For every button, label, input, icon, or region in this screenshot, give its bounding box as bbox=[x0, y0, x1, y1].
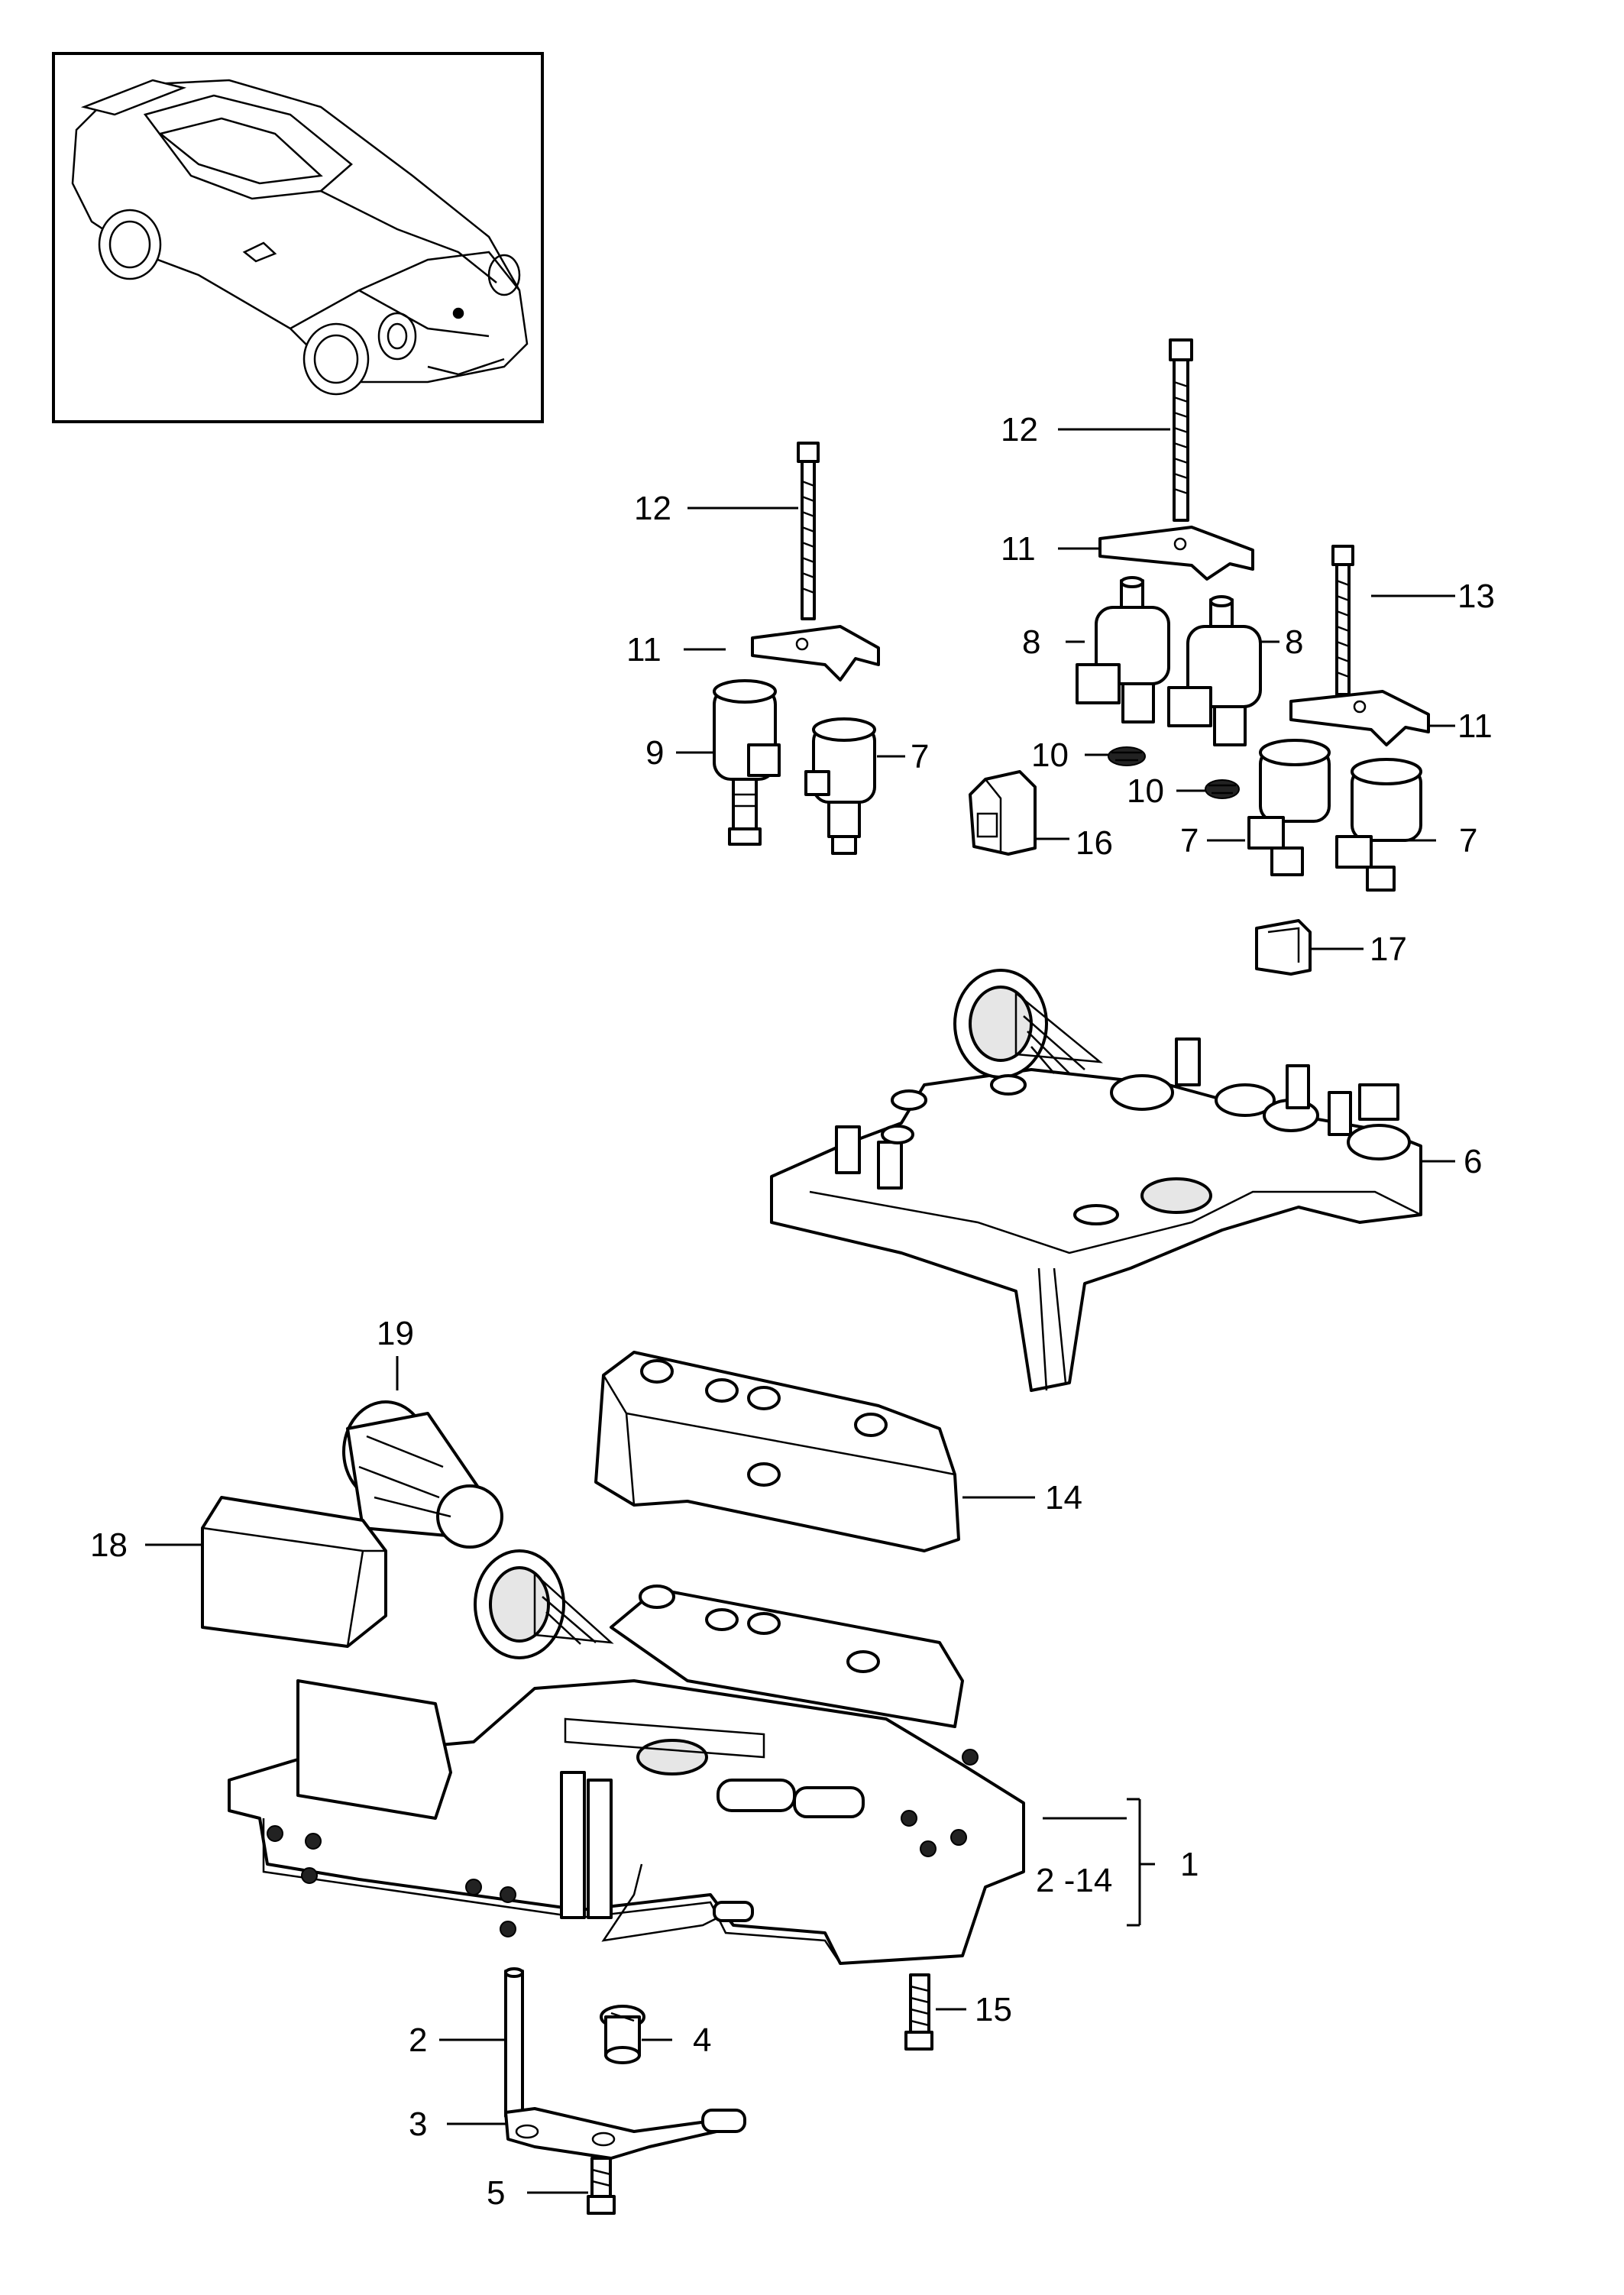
callout-7b: 7 bbox=[1180, 822, 1199, 859]
filter-19 bbox=[342, 1400, 503, 1549]
lever-3 bbox=[504, 2107, 746, 2160]
clip-10-a bbox=[1108, 746, 1146, 766]
callout-8a: 8 bbox=[1022, 623, 1040, 661]
callout-18: 18 bbox=[90, 1526, 128, 1564]
callout-7a: 7 bbox=[911, 738, 929, 775]
callout-10a: 10 bbox=[1031, 736, 1069, 774]
callout-5: 5 bbox=[487, 2174, 505, 2212]
mechatronic-assembly-1 bbox=[228, 1549, 1025, 1965]
callout-1: 1 bbox=[1180, 1846, 1199, 1883]
solenoid-7-mid bbox=[1247, 739, 1331, 876]
callout-15: 15 bbox=[975, 1991, 1012, 2028]
callouts: 1 2 -14 2 3 4 5 6 7 7 7 8 8 9 10 10 11 1… bbox=[90, 411, 1495, 2212]
valve-body-14 bbox=[594, 1351, 960, 1552]
clip-10-b bbox=[1205, 779, 1240, 799]
callout-2-14: 2 -14 bbox=[1036, 1862, 1112, 1899]
nut-4 bbox=[600, 2005, 645, 2064]
solenoid-7-left bbox=[804, 717, 876, 855]
car-illustration bbox=[71, 79, 529, 396]
callout-3: 3 bbox=[409, 2106, 427, 2143]
callout-9: 9 bbox=[645, 734, 664, 772]
leader-lines bbox=[145, 428, 1455, 2194]
screw-5 bbox=[587, 2157, 616, 2215]
clamp-11-mid bbox=[1098, 526, 1254, 581]
callout-11c: 11 bbox=[1457, 707, 1493, 745]
callout-12b: 12 bbox=[1001, 411, 1038, 448]
pin-2 bbox=[504, 1967, 524, 2118]
callout-6: 6 bbox=[1464, 1143, 1482, 1180]
callout-17: 17 bbox=[1370, 931, 1407, 968]
solenoid-9 bbox=[713, 679, 781, 846]
connector-16 bbox=[969, 770, 1037, 856]
bolt-12-left bbox=[797, 442, 820, 620]
callout-16: 16 bbox=[1076, 824, 1113, 862]
regulator-8-left bbox=[1076, 576, 1170, 723]
callout-2: 2 bbox=[409, 2021, 427, 2059]
callout-14: 14 bbox=[1045, 1479, 1082, 1517]
clamp-11-left bbox=[751, 625, 880, 681]
connector-17 bbox=[1255, 919, 1312, 976]
callout-13: 13 bbox=[1457, 578, 1495, 615]
callout-7c: 7 bbox=[1459, 822, 1477, 859]
solenoid-7-right bbox=[1335, 758, 1422, 892]
conductor-plate-6 bbox=[770, 969, 1422, 1392]
vehicle-thumbnail bbox=[52, 52, 544, 423]
callout-19: 19 bbox=[377, 1315, 414, 1352]
callout-4: 4 bbox=[693, 2021, 711, 2059]
bolt-13 bbox=[1331, 545, 1354, 696]
callout-11b: 11 bbox=[1001, 530, 1036, 568]
box-18 bbox=[201, 1496, 387, 1648]
regulator-8-right bbox=[1167, 595, 1262, 746]
callout-11a: 11 bbox=[626, 631, 662, 668]
screw-15 bbox=[904, 1973, 933, 2051]
clamp-11-right bbox=[1289, 690, 1430, 746]
callout-12a: 12 bbox=[634, 490, 671, 527]
bolt-12-right bbox=[1169, 338, 1193, 522]
callout-8b: 8 bbox=[1285, 623, 1303, 661]
callout-10b: 10 bbox=[1127, 772, 1164, 810]
